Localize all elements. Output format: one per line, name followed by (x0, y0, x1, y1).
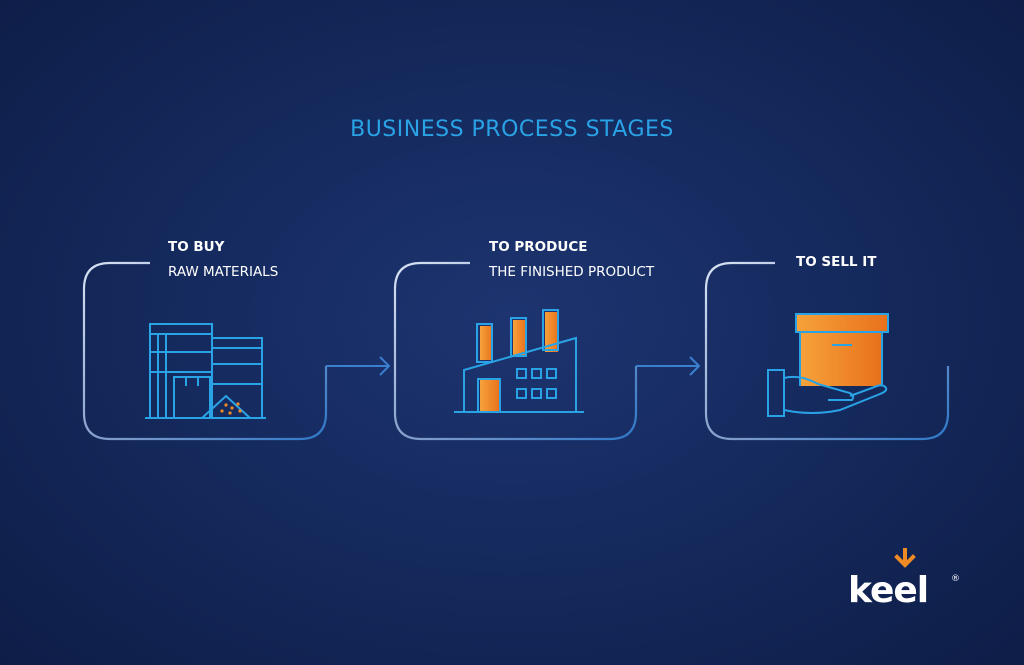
keel-logo: keel ® (848, 548, 968, 618)
raw-materials-sand (220, 402, 242, 415)
connector-arrow-1 (326, 356, 391, 376)
stage-1-frame (82, 261, 328, 441)
stage-2-title: TO PRODUCE (489, 239, 588, 255)
stage-1-heading: TO BUY RAW MATERIALS (168, 235, 278, 285)
logo-text: keel (848, 570, 929, 611)
raw-materials-icon (145, 323, 266, 419)
stage-2-subtitle: THE FINISHED PRODUCT (489, 264, 655, 280)
stage-1-subtitle: RAW MATERIALS (168, 264, 279, 280)
hand-box-icon (767, 313, 889, 417)
stage-3-frame (704, 261, 950, 441)
stage-2-heading: TO PRODUCE THE FINISHED PRODUCT (489, 235, 654, 285)
stage-3-title: TO SELL IT (796, 254, 877, 270)
stage-1-title: TO BUY (168, 239, 225, 255)
stage-2-frame (393, 261, 638, 441)
logo-registered-mark: ® (951, 574, 960, 584)
stage-3-heading: TO SELL IT (796, 250, 876, 275)
diagram-title: BUSINESS PROCESS STAGES (350, 117, 674, 142)
factory-icon (454, 309, 584, 413)
connector-arrow-2 (636, 356, 701, 376)
logo-arrow-icon (894, 548, 916, 568)
